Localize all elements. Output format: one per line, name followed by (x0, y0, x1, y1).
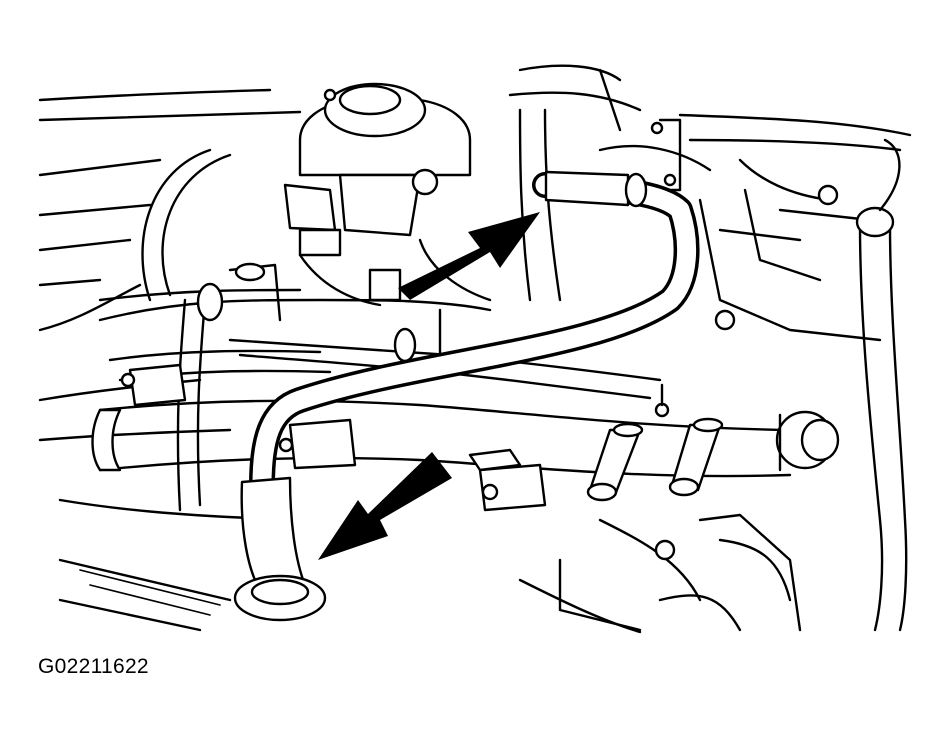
engine-line-drawing (38, 64, 912, 634)
arrow-lower (318, 452, 452, 560)
figure-code: G02211622 (38, 655, 149, 678)
bolts (650, 121, 839, 561)
engine-background (38, 64, 912, 634)
arrow-upper (398, 212, 540, 300)
fuel-rail (91, 363, 840, 512)
egr-valve (283, 82, 472, 257)
pcv-hose (233, 170, 700, 622)
left-hose (141, 148, 232, 512)
